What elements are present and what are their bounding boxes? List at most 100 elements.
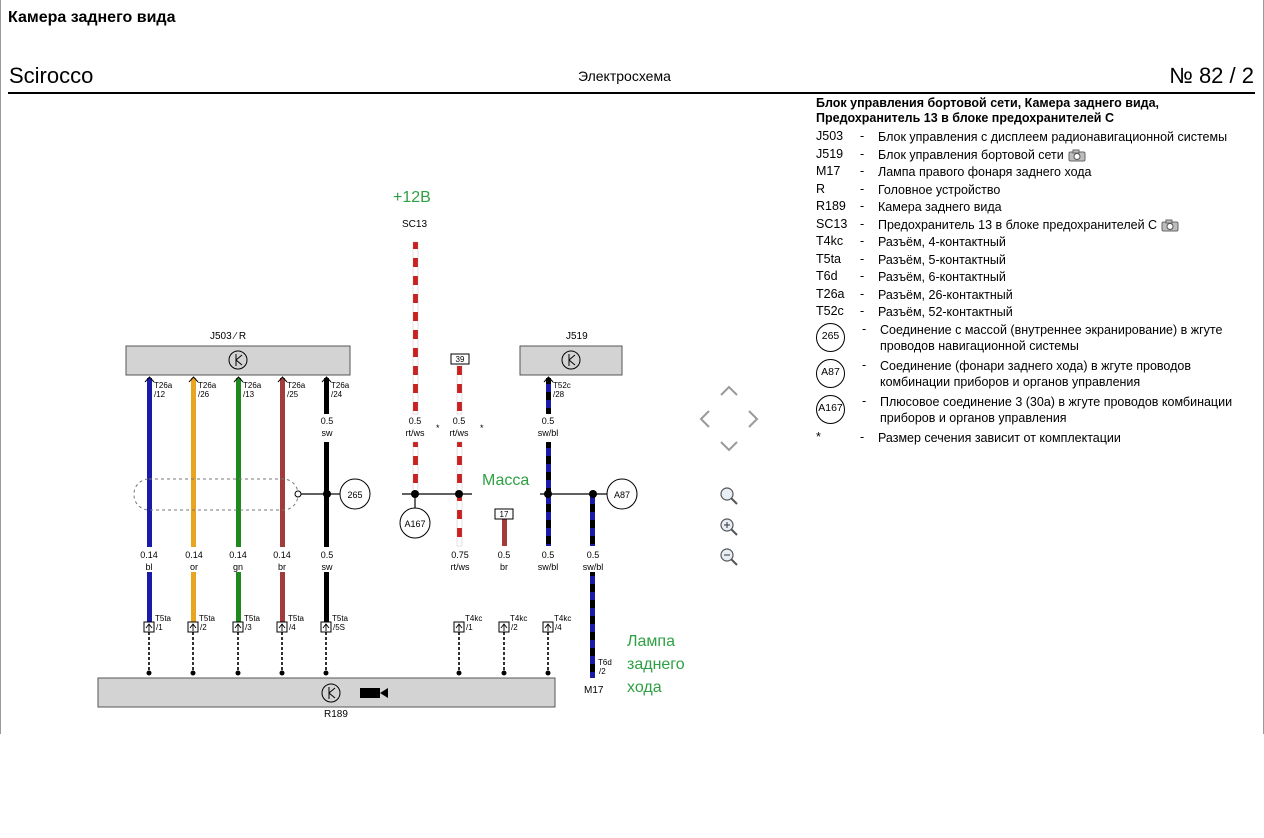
bot-pin-7: /1 (466, 623, 473, 632)
legend-item: T5ta-Разъём, 5-контактный (816, 251, 1256, 269)
legend: Блок управления бортовой сети, Камера за… (816, 96, 1256, 446)
junction-dot (589, 490, 597, 498)
annotation-plus12: +12В (393, 189, 431, 206)
twisted-leads (148, 632, 549, 672)
camera-photo-icon[interactable] (1161, 219, 1179, 232)
legend-item: T26a-Разъём, 26-контактный (816, 286, 1256, 304)
size-top-9: 0.5 (542, 416, 555, 426)
camera-photo-icon[interactable] (1068, 149, 1086, 162)
bot-pin-8: /2 (511, 623, 518, 632)
legend-circle-item: A87-Соединение (фонари заднего хода) в ж… (816, 357, 1256, 390)
legend-item: R189-Камера заднего вида (816, 198, 1256, 216)
bot-pin-5: /5S (333, 623, 345, 632)
wire-swbl-m17[interactable] (590, 496, 595, 678)
legend-dash: - (860, 304, 865, 318)
label-j503: J503 ⁄ R (210, 331, 246, 342)
wire-bl[interactable] (147, 378, 152, 626)
size-2: 0.14 (185, 550, 203, 560)
document-type: Электросхема (578, 68, 671, 84)
legend-items: J503-Блок управления с дисплеем радионав… (816, 128, 1256, 321)
top-pin-9: /28 (553, 390, 565, 399)
legend-circle-items: 265-Соединение с массой (внутреннее экра… (816, 321, 1256, 426)
fuse-39[interactable] (450, 353, 470, 365)
legend-dash: - (860, 429, 865, 444)
legend-dash: - (860, 216, 865, 231)
zoom-in-icon[interactable] (720, 518, 738, 536)
zoom-out-icon[interactable] (720, 548, 738, 566)
shielding-bubble (133, 478, 299, 511)
legend-code: J519 (816, 146, 844, 161)
component-r189[interactable] (97, 677, 556, 708)
legend-desc: Предохранитель 13 в блоке предохранителе… (878, 216, 1256, 233)
pan-down-icon[interactable] (720, 441, 738, 452)
top-conn-3: T26a (243, 381, 262, 390)
node-a87[interactable] (606, 478, 638, 510)
bot-pin-3: /3 (245, 623, 252, 632)
annotation-ground: Масса (482, 472, 529, 489)
fuse-17-label: 17 (500, 510, 509, 519)
legend-code: R189 (816, 199, 846, 213)
bot-pin-4: /4 (289, 623, 296, 632)
page-title: Камера заднего вида (8, 9, 176, 26)
annotation-lamp-3: хода (627, 679, 662, 696)
top-pin-1: /12 (154, 390, 166, 399)
legend-desc: Разъём, 6-контактный (878, 270, 1006, 284)
label-j519: J519 (566, 331, 588, 342)
color-3: gn (233, 562, 243, 572)
size-7: 0.75 (451, 550, 469, 560)
pan-left-icon[interactable] (699, 410, 710, 428)
legend-item: T52c-Разъём, 52-контактный (816, 303, 1256, 321)
camera-icon (360, 688, 388, 698)
legend-item: J519-Блок управления бортовой сети (816, 146, 1256, 164)
pan-right-icon[interactable] (748, 410, 759, 428)
legend-desc: Лампа правого фонаря заднего хода (878, 165, 1092, 179)
bot-pin-1: /1 (156, 623, 163, 632)
wire-br-17[interactable] (502, 519, 507, 546)
wire-rtws-39[interactable] (456, 363, 463, 547)
top-pin-5: /24 (331, 390, 343, 399)
legend-item: J503-Блок управления с дисплеем радионав… (816, 128, 1256, 146)
top-conn-4: T26a (287, 381, 306, 390)
wire-gn[interactable] (236, 378, 241, 626)
legend-item: R-Головное устройство (816, 181, 1256, 199)
legend-dash: - (860, 286, 865, 301)
size-top-6: 0.5 (409, 416, 422, 426)
legend-circle-item: 265-Соединение с массой (внутреннее экра… (816, 321, 1256, 354)
color-top-6: rt/ws (406, 428, 425, 438)
wire-br[interactable] (280, 378, 285, 626)
color-top-7: rt/ws (450, 428, 469, 438)
annotation-lamp-1: Лампа (627, 633, 675, 650)
top-pin-2: /26 (198, 390, 210, 399)
legend-code: T5ta (816, 251, 842, 266)
size-1: 0.14 (140, 550, 158, 560)
model-name: Scirocco (9, 63, 94, 88)
node-265[interactable] (339, 478, 371, 510)
color-7: rt/ws (451, 562, 470, 572)
connector-arrows (144, 376, 554, 383)
junction-dot (411, 490, 419, 498)
ecu-symbol-icon (321, 683, 341, 703)
wire-rtws-sc13[interactable] (412, 241, 419, 493)
component-j519[interactable] (519, 345, 623, 376)
legend-desc: Разъём, 26-контактный (878, 287, 1013, 302)
wire-sw[interactable] (324, 378, 329, 626)
wire-or[interactable] (191, 378, 196, 626)
bot-conn-8: T4kc (510, 614, 527, 623)
legend-code: SC13 (816, 216, 848, 231)
bot-conn-4: T5ta (288, 614, 305, 623)
legend-circle-item: A167-Плюсовое соединение 3 (30a) в жгуте… (816, 393, 1256, 426)
legend-heading: Блок управления бортовой сети, Камера за… (816, 96, 1159, 125)
legend-note-code: * (816, 429, 821, 444)
color-8: br (500, 562, 508, 572)
legend-item: SC13-Предохранитель 13 в блоке предохран… (816, 216, 1256, 234)
fuse-17[interactable] (494, 508, 514, 520)
zoom-icon[interactable] (720, 487, 738, 505)
top-conn-5: T26a (331, 381, 350, 390)
pan-up-icon[interactable] (720, 385, 738, 396)
legend-dash: - (862, 393, 867, 408)
node-a167[interactable] (399, 507, 431, 539)
component-j503[interactable] (125, 345, 351, 376)
legend-note: * - Размер сечения зависит от комплектац… (816, 429, 1256, 447)
wire-swbl-j519[interactable] (546, 378, 551, 546)
legend-dash: - (860, 251, 865, 266)
